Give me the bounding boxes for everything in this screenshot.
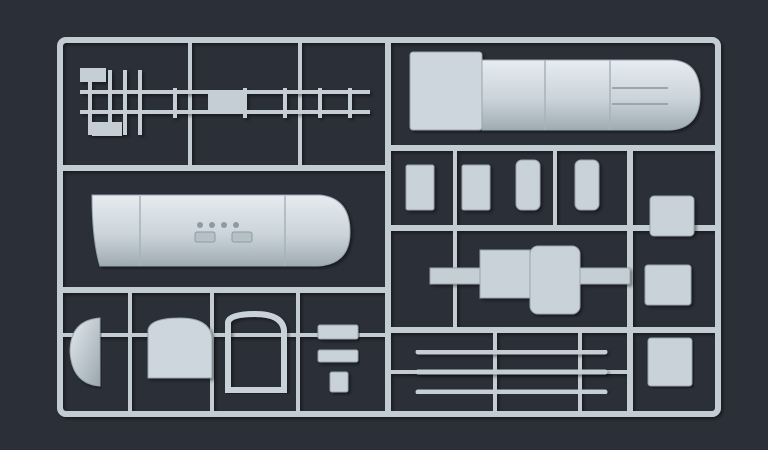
running-gear-part: [429, 245, 692, 315]
bracket-part: [647, 337, 693, 387]
small-brackets-part: [317, 324, 359, 393]
tank-upper-half-part: [409, 51, 701, 131]
tank-end-frames-part: [147, 310, 287, 393]
tank-end-dome-part: [69, 317, 101, 387]
tank-lower-half-part: [91, 194, 351, 267]
chassis-frame-part: [80, 68, 370, 136]
small-parts-group: [405, 159, 695, 237]
axle-rods-part: [415, 349, 608, 395]
